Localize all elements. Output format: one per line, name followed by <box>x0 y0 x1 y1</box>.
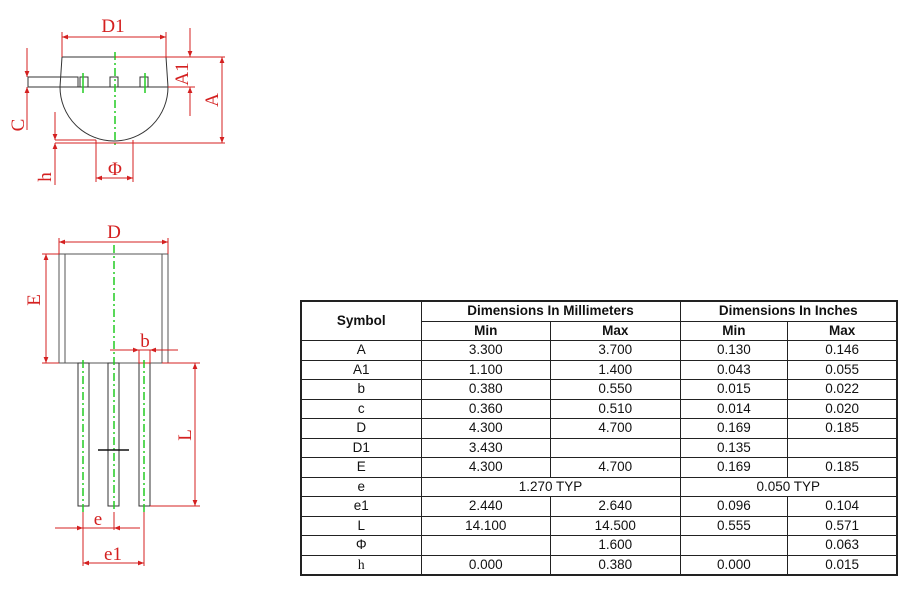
cell-symbol: e1 <box>300 496 422 517</box>
cell-in-max: 0.015 <box>787 554 898 576</box>
label-a1: A1 <box>172 62 193 85</box>
cell-mm-max <box>550 437 681 458</box>
cell-in-max: 0.104 <box>787 496 898 517</box>
cell-in-min: 0.014 <box>679 398 789 419</box>
cell-in-min: 0.015 <box>679 379 789 400</box>
header-mm: Dimensions In Millimeters <box>420 300 681 322</box>
body-outline <box>59 56 169 142</box>
cell-symbol: b <box>300 379 422 400</box>
label-d1: D1 <box>101 16 124 37</box>
cell-in-max: 0.185 <box>787 418 898 439</box>
top-view: D1 A1 A C h Φ <box>8 16 225 185</box>
cell-in-min: 0.169 <box>679 418 789 439</box>
label-c: C <box>8 119 29 132</box>
cell-mm-max: 2.640 <box>550 496 681 517</box>
label-e1: e1 <box>104 544 122 565</box>
label-e-pitch: e <box>94 509 102 530</box>
header-inches: Dimensions In Inches <box>679 300 898 322</box>
cell-in-max: 0.063 <box>787 535 898 556</box>
cell-in-min: 0.043 <box>679 359 789 380</box>
cell-in-max <box>787 437 898 458</box>
cell-symbol: A1 <box>300 359 422 380</box>
cell-mm-min: 3.300 <box>420 340 552 361</box>
cell-mm-max: 4.700 <box>550 418 681 439</box>
label-a: A <box>202 93 223 107</box>
cell-mm-max: 0.510 <box>550 398 681 419</box>
cell-in-min: 0.169 <box>679 457 789 478</box>
cell-in-min <box>679 535 789 556</box>
package-drawing: D1 A1 A C h Φ <box>8 16 225 566</box>
label-phi: Φ <box>108 159 122 180</box>
cell-mm-max: 0.380 <box>550 554 681 576</box>
cell-mm-min: 0.360 <box>420 398 552 419</box>
cell-mm-min: 1.100 <box>420 359 552 380</box>
cell-in-max: 0.020 <box>787 398 898 419</box>
cell-mm-min: 3.430 <box>420 437 552 458</box>
cell-in-min: 0.130 <box>679 340 789 361</box>
cell-mm-max: 1.600 <box>550 535 681 556</box>
cell-symbol: E <box>300 457 422 478</box>
cell-in-min: 0.000 <box>679 554 789 576</box>
cell-in-max: 0.146 <box>787 340 898 361</box>
dimensions-table: Symbol Dimensions In Millimeters Dimensi… <box>300 300 898 576</box>
label-e-body: E <box>24 294 45 306</box>
header-mm-max: Max <box>550 320 681 341</box>
cell-mm-typ: 1.270 TYP <box>420 476 681 497</box>
cell-symbol: h <box>300 554 422 576</box>
header-in-min: Min <box>679 320 789 341</box>
lead-stub <box>27 76 79 88</box>
front-view: D E b L e e1 <box>24 222 200 566</box>
cell-in-min: 0.096 <box>679 496 789 517</box>
cell-mm-min: 2.440 <box>420 496 552 517</box>
cell-in-typ: 0.050 TYP <box>679 476 898 497</box>
cell-symbol: e <box>300 476 422 497</box>
cell-symbol: c <box>300 398 422 419</box>
cell-symbol: D1 <box>300 437 422 458</box>
header-symbol: Symbol <box>300 300 422 341</box>
cell-symbol: Φ <box>300 535 422 556</box>
label-l: L <box>175 429 196 441</box>
cell-symbol: L <box>300 515 422 536</box>
cell-in-max: 0.022 <box>787 379 898 400</box>
cell-in-max: 0.571 <box>787 515 898 536</box>
cell-in-min: 0.135 <box>679 437 789 458</box>
label-b: b <box>140 331 150 352</box>
cell-symbol: D <box>300 418 422 439</box>
cell-mm-min <box>420 535 552 556</box>
cell-in-min: 0.555 <box>679 515 789 536</box>
label-d: D <box>107 222 121 243</box>
cell-symbol: A <box>300 340 422 361</box>
cell-mm-min: 0.380 <box>420 379 552 400</box>
cell-mm-max: 4.700 <box>550 457 681 478</box>
cell-in-max: 0.055 <box>787 359 898 380</box>
cell-mm-max: 3.700 <box>550 340 681 361</box>
cell-mm-min: 14.100 <box>420 515 552 536</box>
header-mm-min: Min <box>420 320 552 341</box>
header-in-max: Max <box>787 320 898 341</box>
cell-mm-max: 14.500 <box>550 515 681 536</box>
cell-mm-min: 0.000 <box>420 554 552 576</box>
cell-mm-min: 4.300 <box>420 457 552 478</box>
cell-mm-min: 4.300 <box>420 418 552 439</box>
cell-mm-max: 0.550 <box>550 379 681 400</box>
table-row: Φ 1.600 0.063 <box>300 535 898 556</box>
label-h: h <box>35 172 56 182</box>
cell-mm-max: 1.400 <box>550 359 681 380</box>
cell-in-max: 0.185 <box>787 457 898 478</box>
